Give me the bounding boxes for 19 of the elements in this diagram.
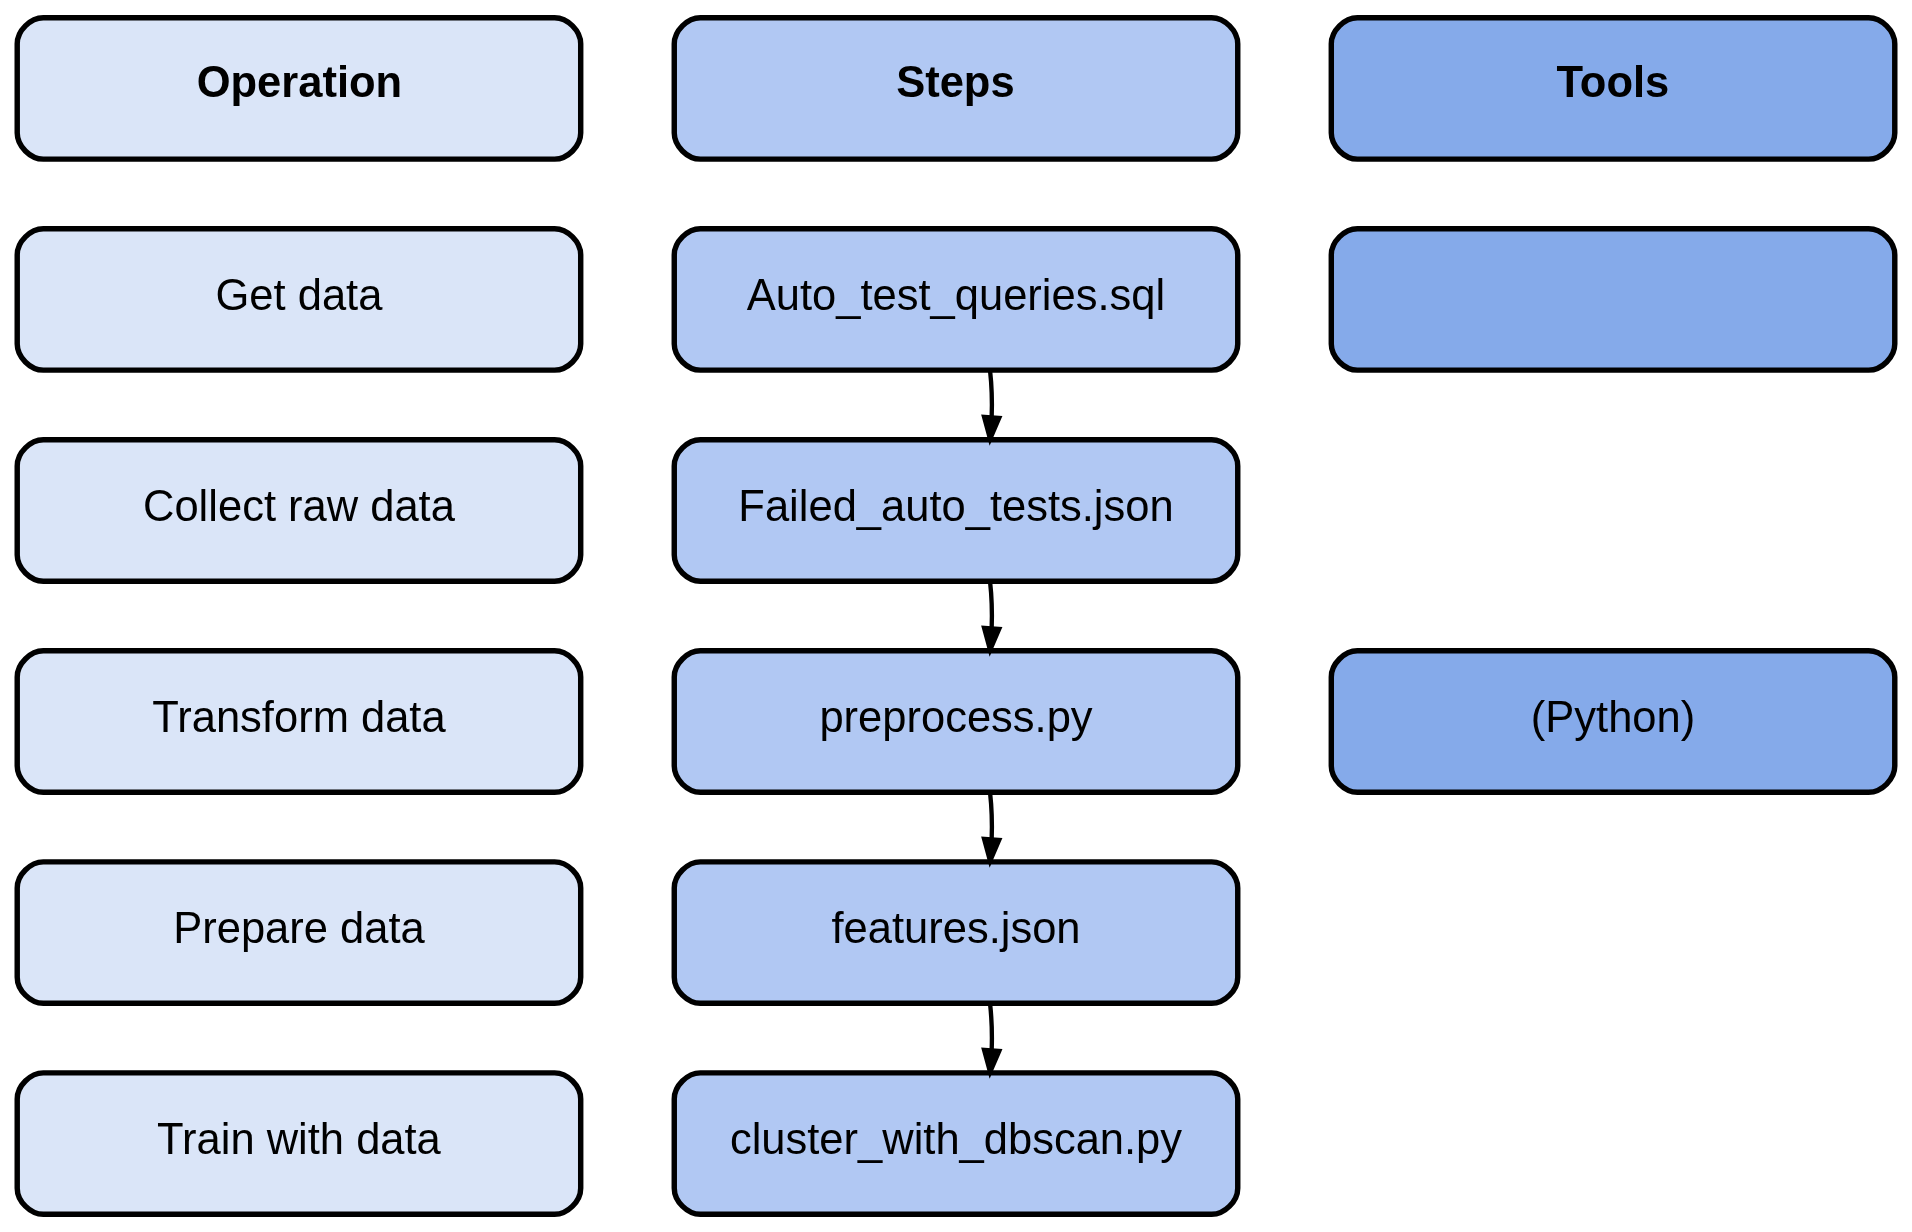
node-box: Collect raw data xyxy=(14,437,584,584)
arrow xyxy=(981,792,1003,868)
node-box: Steps xyxy=(671,14,1241,162)
arrow xyxy=(981,370,1003,446)
node-box: cluster_with_dbscan.py xyxy=(671,1070,1241,1217)
node-box: features.json xyxy=(671,859,1241,1006)
node-box: preprocess.py xyxy=(671,648,1241,795)
node-box: (Python) xyxy=(1328,648,1898,795)
node-box: Transform data xyxy=(14,648,584,795)
node-box: Tools xyxy=(1328,14,1898,162)
node-box: Train with data xyxy=(14,1070,584,1217)
node-box: Prepare data xyxy=(14,859,584,1006)
arrow xyxy=(981,1003,1003,1079)
node-box xyxy=(1328,226,1898,373)
node-box: Auto_test_queries.sql xyxy=(671,226,1241,373)
node-box: Operation xyxy=(14,14,584,162)
arrow xyxy=(981,581,1003,657)
node-box: Get data xyxy=(14,226,584,373)
node-box: Failed_auto_tests.json xyxy=(671,437,1241,584)
